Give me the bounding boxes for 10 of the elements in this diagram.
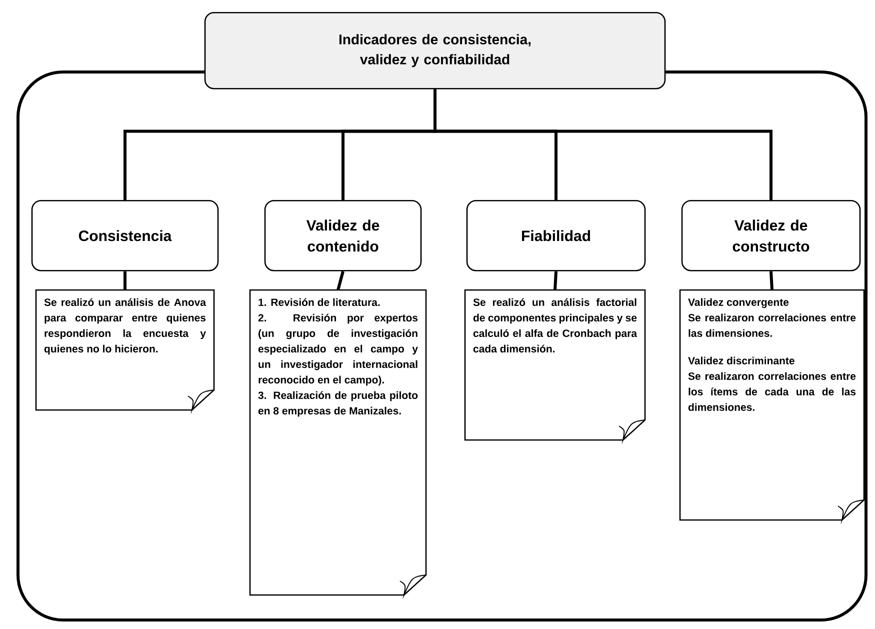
title-box: Indicadores de consistencia, validez y confiabilidad (204, 12, 666, 90)
category-box: Validez de contenido (264, 200, 422, 272)
connector-line (124, 271, 126, 290)
connector-line (770, 271, 774, 290)
category-box: Consistencia (31, 200, 219, 272)
connector-line (554, 271, 558, 290)
connector-line (434, 89, 772, 200)
category-box: Fiabilidad (466, 200, 646, 272)
connector-line (336, 270, 344, 290)
category-box: Validez de constructo (681, 200, 861, 272)
